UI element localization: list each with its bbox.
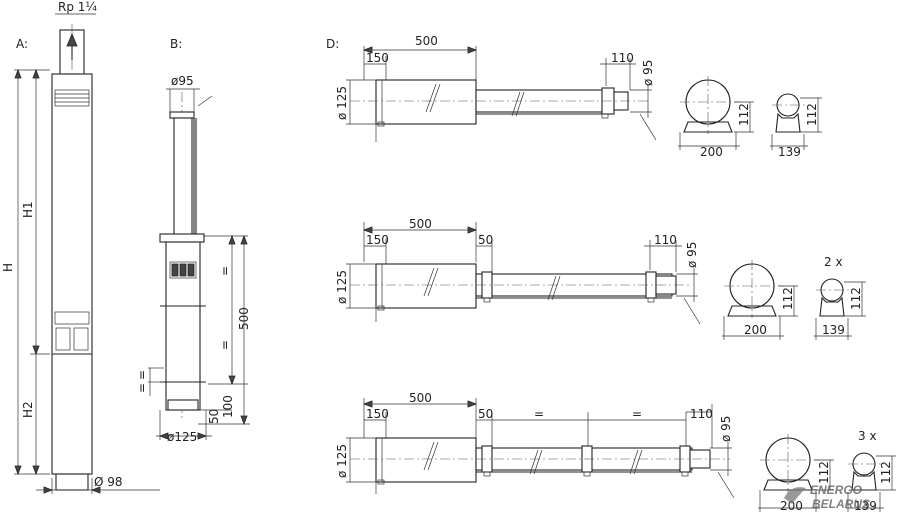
d1-150: 150 xyxy=(366,51,389,65)
section-b-label: B: xyxy=(170,37,182,51)
d3-eq1: = xyxy=(534,407,544,421)
d2-50: 50 xyxy=(478,233,493,247)
d2-dia95: ø 95 xyxy=(685,242,699,268)
section-a-label: A: xyxy=(16,37,28,51)
d2-112: 112 xyxy=(781,287,795,310)
dia125-b-label: ø125 xyxy=(167,430,197,444)
d2-500: 500 xyxy=(409,217,432,231)
h2-label: H2 xyxy=(21,401,35,418)
dim500-b-label: 500 xyxy=(237,307,251,330)
eq-b4: = xyxy=(135,383,149,393)
d3-mult: 3 x xyxy=(858,429,877,443)
d1-200: 200 xyxy=(700,145,723,159)
d3-500: 500 xyxy=(409,391,432,405)
drawing-b: B: ø95 = = 500 xyxy=(135,37,251,444)
d3-200: 200 xyxy=(780,499,803,513)
dia95-b-label: ø95 xyxy=(171,74,194,88)
d1-112b: 112 xyxy=(805,103,819,126)
d3-112b: 112 xyxy=(879,461,893,484)
d1-110: 110 xyxy=(611,51,634,65)
drawing-a: A: Rp 1¼ H H1 H2 xyxy=(1,0,160,494)
d2-112b: 112 xyxy=(849,287,863,310)
d3-dia95: ø 95 xyxy=(719,416,733,442)
d3-50: 50 xyxy=(478,407,493,421)
d-row-3: 500 150 50 = = xyxy=(335,391,896,513)
eq-b2: = xyxy=(218,340,232,350)
eq-b1: = xyxy=(218,266,232,276)
eq-b3: = xyxy=(135,370,149,380)
d3-dia125: ø 125 xyxy=(335,444,349,478)
watermark-logo: ENERGO BELARUS xyxy=(784,483,870,511)
logo-line1: ENERGO xyxy=(810,483,863,497)
d2-dia125: ø 125 xyxy=(335,270,349,304)
section-d-label: D: xyxy=(326,37,339,51)
dia98-label: Ø 98 xyxy=(94,475,123,489)
drawing-d: D: 500 150 xyxy=(326,34,896,513)
d-row-1: 500 150 ø 125 110 xyxy=(335,34,822,159)
d3-139: 139 xyxy=(854,499,877,513)
h1-label: H1 xyxy=(21,201,35,218)
d1-500: 500 xyxy=(415,34,438,48)
d1-139: 139 xyxy=(778,145,801,159)
d3-110: 110 xyxy=(690,407,713,421)
d1-dia125: ø 125 xyxy=(335,86,349,120)
d3-eq2: = xyxy=(632,407,642,421)
d3-150: 150 xyxy=(366,407,389,421)
logo-line2: BELARUS xyxy=(812,497,870,511)
d2-150: 150 xyxy=(366,233,389,247)
dim100-b-label: 100 xyxy=(221,395,235,418)
h-label: H xyxy=(1,263,15,272)
d3-112: 112 xyxy=(817,461,831,484)
d2-200: 200 xyxy=(744,323,767,337)
d-row-2: 500 150 50 ø 125 xyxy=(335,217,866,340)
d2-110: 110 xyxy=(654,233,677,247)
dim50-b-label: 50 xyxy=(207,409,221,424)
rp-label: Rp 1¼ xyxy=(58,0,97,14)
d1-dia95: ø 95 xyxy=(641,60,655,86)
d2-mult: 2 x xyxy=(824,255,843,269)
d1-112: 112 xyxy=(737,103,751,126)
d2-139: 139 xyxy=(822,323,845,337)
